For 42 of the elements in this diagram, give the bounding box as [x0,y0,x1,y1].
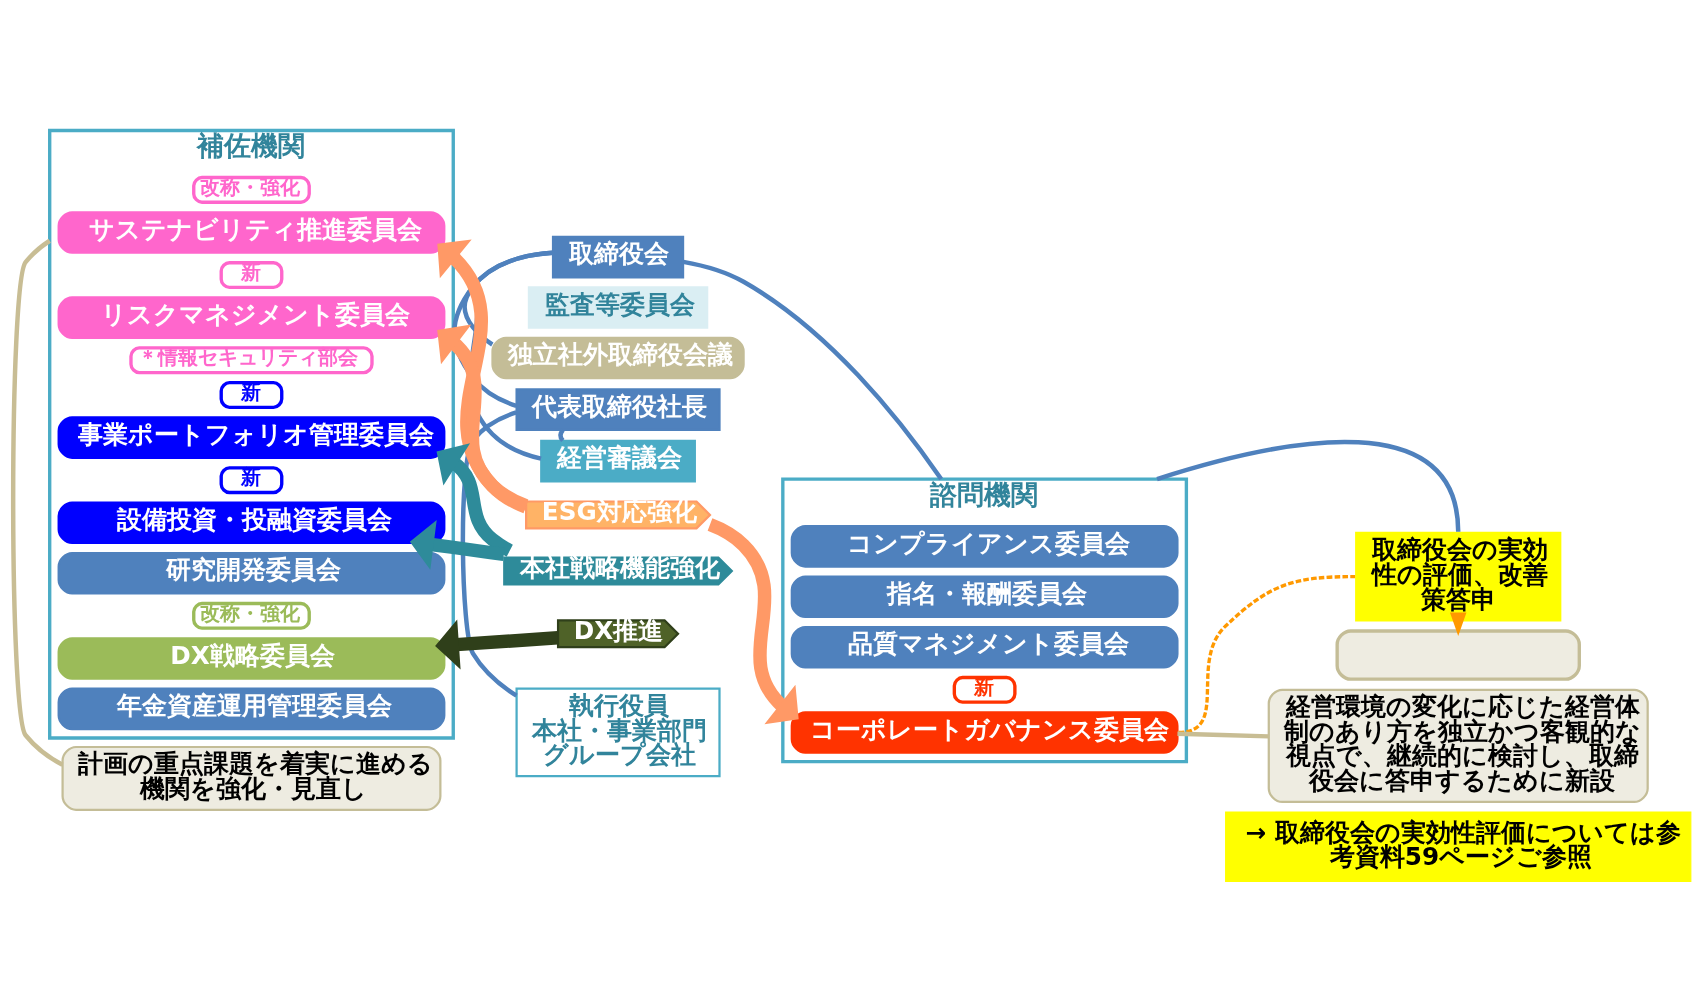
connector [558,428,565,442]
node-box: コンプライアンス委員会 [790,524,1179,568]
node-box: コーポレートガバナンス委員会 [790,710,1179,754]
node-box: 取締役会 [551,235,685,278]
connector [1177,731,1269,739]
connector [682,259,943,480]
node-box: 設備投資・投融資委員会 [57,501,446,544]
arrow [409,519,505,570]
node-label: 新 [240,379,261,404]
node-box: 経営審議会 [540,439,696,482]
node-box: 監査等委員会 [527,285,709,329]
node-box: DX戦略委員会 [57,636,446,680]
node-box: 事業ポートフォリオ管理委員会 [57,415,446,459]
arrow [1449,612,1467,636]
node-box: 研究開発委員会 [57,551,446,595]
node-box: 指名・報酬委員会 [790,575,1179,618]
node-box: リスクマネジメント委員会 [57,295,446,339]
node-box: 執行役員 本社・事業部門 グループ会社 [515,687,721,777]
node-label: 新 [240,464,261,489]
node-label: 改称・強化 [200,174,301,199]
arrow [435,618,559,669]
connector [1178,574,1356,734]
node-box: 品質マネジメント委員会 [790,625,1179,669]
connector [10,238,64,767]
node-box: 年金資産運用管理委員会 [57,687,446,730]
connector [460,409,518,698]
arrow [437,323,529,512]
node-box: 計画の重点課題を着実に進める機関を強化・見直し [61,745,442,811]
node-box: 独立社外取締役会議 [491,336,745,379]
arrow [437,239,529,513]
node-label: 新 [973,674,994,699]
connector [452,250,553,408]
node-label: 改称・強化 [200,600,301,625]
arrow [707,517,799,724]
node-box: サステナビリティ推進委員会 [57,210,446,254]
arrow [436,442,513,557]
node-label: ＊情報セキュリティ部会 [137,344,358,369]
node-label: 新 [240,259,261,284]
node-box [1335,628,1581,681]
connector [1156,439,1461,532]
node-box: 代表取締役社長 [515,387,721,431]
node-box: 経営環境の変化に応じた経営体制のあり方を独立かつ客観的な視点で、継続的に検討し、取締役会に答申するために新設 [1267,688,1649,803]
